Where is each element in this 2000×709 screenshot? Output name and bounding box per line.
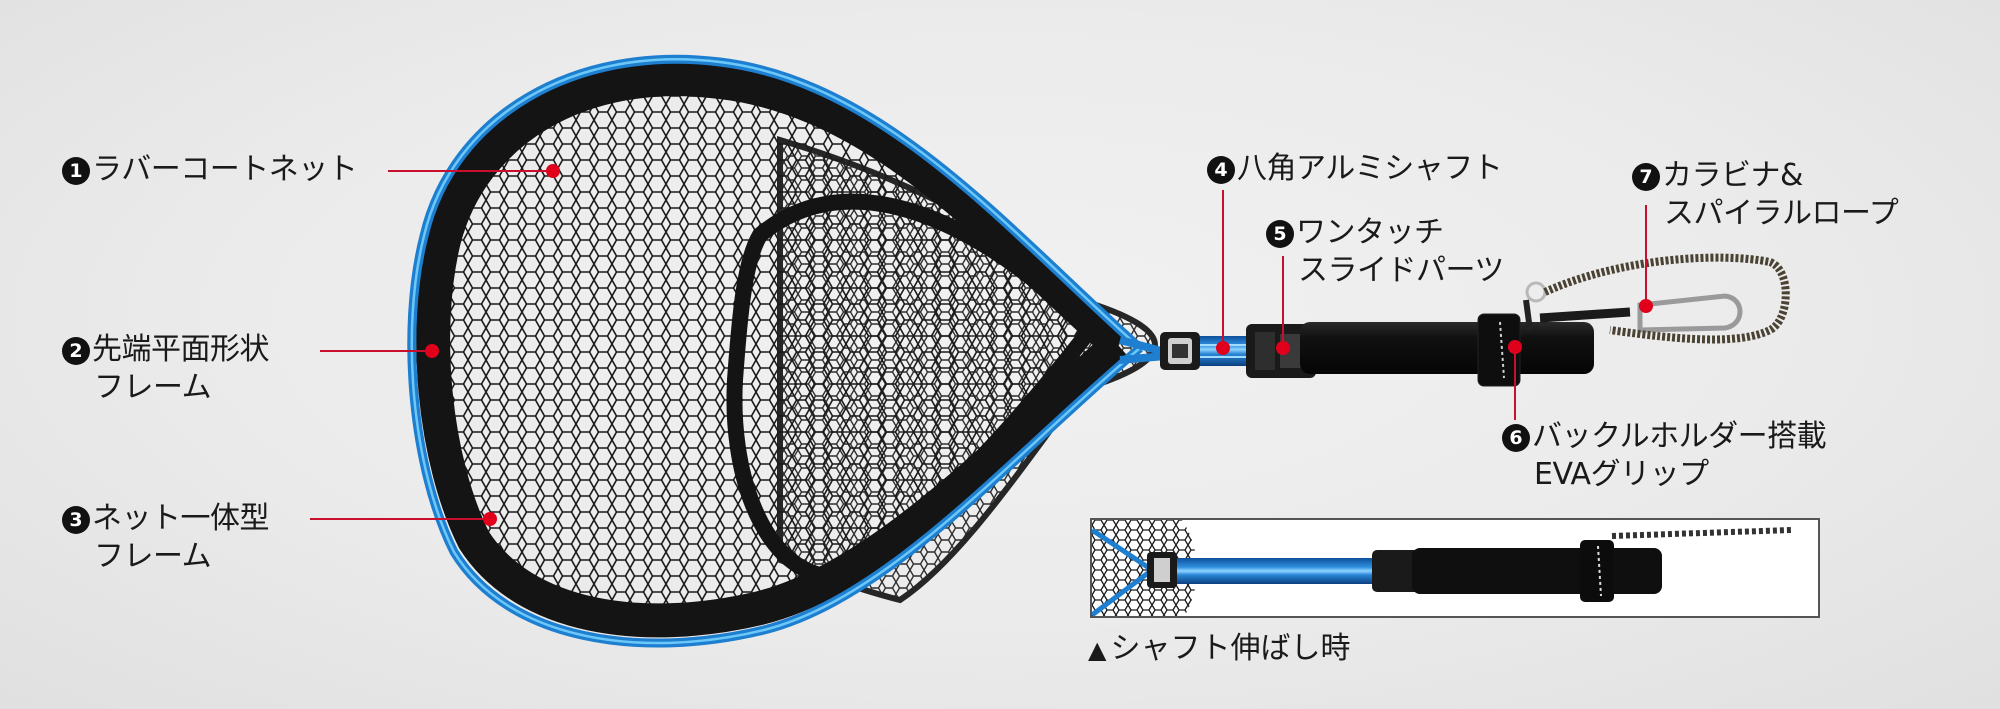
callout-text: ワンタッチ (1296, 215, 1444, 250)
callout-dot-2 (425, 344, 439, 358)
triangle-up-icon: ▲ (1088, 636, 1107, 664)
callout-number-badge: 7 (1632, 163, 1660, 191)
callout-dot-6 (1508, 340, 1522, 354)
callout-number-badge: 6 (1502, 424, 1530, 452)
shaft-extended-illustration (1092, 520, 1793, 616)
callout-text: カラビナ& (1662, 158, 1803, 193)
callout-number-badge: 2 (62, 337, 90, 365)
callout-text: 八角アルミシャフト (1237, 151, 1503, 186)
callout-text-line2: スパイラルロープ (1664, 196, 1899, 231)
shaft-extended-inset (1090, 518, 1820, 618)
callout-text: バックルホルダー搭載 (1532, 419, 1827, 454)
callout-number-badge: 3 (62, 506, 90, 534)
callout-text-line2: EVAグリップ (1534, 457, 1709, 492)
spiral-rope (1543, 253, 1790, 344)
callout-dot-3 (483, 512, 497, 526)
callout-number-badge: 4 (1207, 156, 1235, 184)
callout-dot-7 (1639, 299, 1653, 313)
eva-grip (1300, 322, 1594, 374)
callout-dot-1 (546, 164, 560, 178)
callout-text-line2: フレーム (94, 370, 212, 405)
callout-number-badge: 1 (62, 157, 90, 185)
carabiner (1637, 293, 1743, 333)
inset-caption: ▲シャフト伸ばし時 (1088, 630, 1350, 669)
callout-number-badge: 5 (1266, 220, 1294, 248)
callout-text: 先端平面形状 (92, 332, 270, 367)
callout-dot-5 (1276, 341, 1290, 355)
callout-text: ラバーコートネット (92, 152, 358, 187)
callout-dot-4 (1216, 341, 1230, 355)
inset-caption-text: シャフト伸ばし時 (1110, 631, 1351, 666)
callout-text-line2: スライドパーツ (1298, 253, 1504, 288)
callout-text-line2: フレーム (94, 539, 212, 574)
callout-text: ネット一体型 (92, 501, 270, 536)
callout-dots (425, 164, 1653, 526)
